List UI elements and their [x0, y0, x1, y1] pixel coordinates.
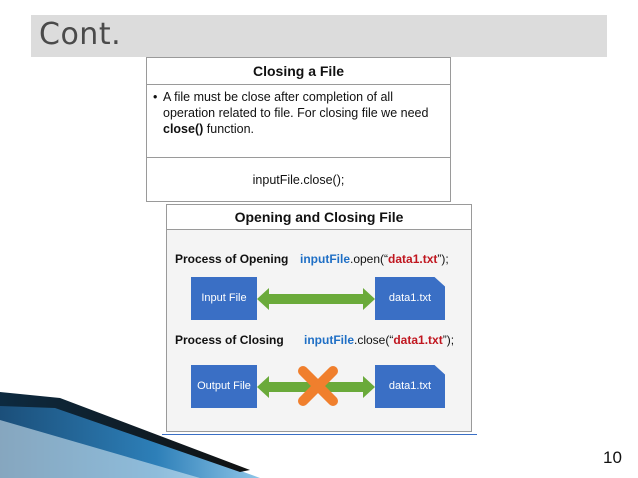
open-code-end: ”); [437, 252, 449, 266]
slide-title: Cont. [39, 17, 122, 52]
closing-file-heading: Closing a File [147, 58, 450, 85]
open-close-heading: Opening and Closing File [167, 205, 471, 230]
closing-file-description: • A file must be close after completion o… [147, 85, 450, 158]
diagram-underline [162, 434, 477, 435]
close-code-object: inputFile [304, 333, 354, 347]
open-code-method: .open(“ [350, 252, 389, 266]
open-code-object: inputFile [300, 252, 350, 266]
close-code-line: inputFile.close(); [252, 173, 345, 187]
bullet-line-2: operation related to file. For closing f… [163, 106, 429, 120]
corner-swoosh-decoration [0, 392, 260, 478]
page-number: 10 [603, 448, 622, 467]
bullet-line-1: A file must be close after completion of… [163, 90, 393, 104]
close-code-arg: data1.txt [393, 333, 443, 347]
open-close-diagram: Opening and Closing File Process of Open… [166, 204, 472, 432]
input-file-block: Input File [191, 277, 257, 320]
close-code-method: .close(“ [354, 333, 394, 347]
open-code-line: inputFile.open(“data1.txt”); [300, 252, 449, 266]
title-bar: Cont. [31, 15, 607, 57]
cross-icon [298, 366, 338, 406]
close-code-end: ”); [442, 333, 455, 347]
process-opening-label: Process of Opening [175, 252, 289, 266]
close-code-line-2: inputFile.close(“data1.txt”); [304, 333, 454, 347]
process-closing-label: Process of Closing [175, 333, 284, 347]
output-file-block: Output File [191, 365, 257, 408]
close-function-name: close() [163, 122, 204, 136]
bullet-line-3-rest: function. [203, 122, 255, 136]
bidirectional-arrow-icon [257, 288, 375, 310]
data-file-block-open: data1.txt [375, 277, 445, 320]
open-code-arg: data1.txt [388, 252, 438, 266]
bullet-icon: • [153, 90, 158, 104]
data-file-block-close: data1.txt [375, 365, 445, 408]
closing-file-box: Closing a File • A file must be close aft… [146, 57, 451, 202]
